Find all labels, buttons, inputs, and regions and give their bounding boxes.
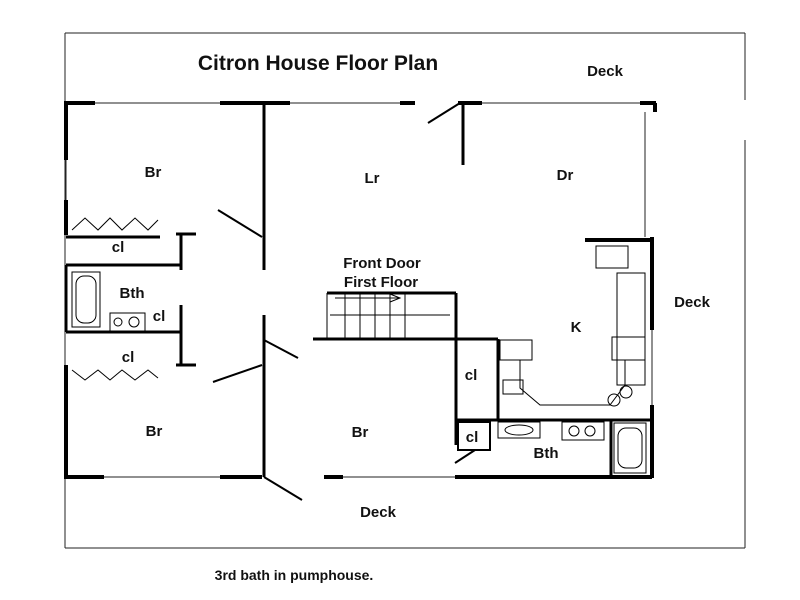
label-deck-top: Deck [587,63,624,80]
label-front-door: Front Door [343,255,421,272]
label-closet-middle: cl [465,367,478,384]
label-bath-right: Bth [534,445,559,462]
label-closet-upper-left: cl [112,239,125,256]
sink-left [109,312,146,332]
label-bedroom-bottom-left: Br [146,423,163,440]
bathtub-right [613,422,647,474]
label-dining-room: Dr [557,167,574,184]
kitchen-counter [499,245,646,407]
doors [212,102,476,501]
footnote: 3rd bath in pumphouse. [215,567,374,583]
exterior-walls [64,101,657,479]
toilet-right [561,421,605,441]
label-kitchen: K [571,319,582,336]
label-closet-lower-left: cl [122,349,135,366]
staircase [326,291,458,340]
sink-right [497,421,541,439]
label-deck-bottom: Deck [360,504,397,521]
label-deck-right: Deck [674,294,711,311]
closet-bath-right [457,421,491,451]
bathtub-left [71,271,101,328]
thin-walls [65,102,653,478]
closet-bifold-upper [71,217,159,231]
label-bath-left: Bth [120,285,145,302]
closet-bifold-lower [71,369,159,381]
interior-walls [64,103,652,477]
label-bedroom-bottom-middle: Br [352,424,369,441]
label-closet-bath-left: cl [153,308,166,325]
label-closet-bath-right: cl [466,429,479,446]
label-living-room: Lr [365,170,380,187]
plan-title: Citron House Floor Plan [198,52,438,75]
label-bedroom-top-left: Br [145,164,162,181]
label-first-floor: First Floor [344,274,418,291]
